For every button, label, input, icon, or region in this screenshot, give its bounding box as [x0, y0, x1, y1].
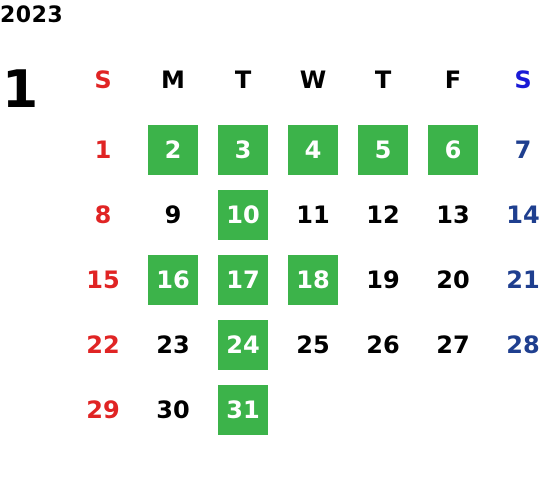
- day-cell[interactable]: 16: [148, 255, 198, 305]
- day-cell[interactable]: 17: [218, 255, 268, 305]
- day-cell[interactable]: 19: [366, 266, 400, 294]
- day-cell[interactable]: 27: [436, 331, 470, 359]
- day-cell[interactable]: 15: [86, 266, 120, 294]
- day-cell[interactable]: 9: [164, 201, 182, 229]
- day-cell[interactable]: 22: [86, 331, 120, 359]
- day-cell[interactable]: 30: [156, 396, 190, 424]
- day-cell[interactable]: 29: [86, 396, 120, 424]
- weekday-header: S: [514, 66, 532, 94]
- day-cell[interactable]: 26: [366, 331, 400, 359]
- day-cell[interactable]: 7: [514, 136, 532, 164]
- day-cell[interactable]: 12: [366, 201, 400, 229]
- day-cell[interactable]: 5: [358, 125, 408, 175]
- day-cell[interactable]: 23: [156, 331, 190, 359]
- year-label: 2023: [0, 3, 64, 28]
- weekday-header: S: [94, 66, 112, 94]
- day-cell[interactable]: 28: [506, 331, 540, 359]
- day-cell[interactable]: 6: [428, 125, 478, 175]
- day-cell[interactable]: 2: [148, 125, 198, 175]
- weekday-header: T: [374, 66, 392, 94]
- day-cell[interactable]: 24: [218, 320, 268, 370]
- day-cell[interactable]: 14: [506, 201, 540, 229]
- day-cell[interactable]: 25: [296, 331, 330, 359]
- day-cell[interactable]: 1: [94, 136, 112, 164]
- day-cell[interactable]: 8: [94, 201, 112, 229]
- weekday-header: W: [299, 66, 327, 94]
- day-cell[interactable]: 4: [288, 125, 338, 175]
- day-cell[interactable]: 21: [506, 266, 540, 294]
- weekday-header: F: [444, 66, 462, 94]
- weekday-header: M: [161, 66, 185, 94]
- day-cell[interactable]: 20: [436, 266, 470, 294]
- day-cell[interactable]: 18: [288, 255, 338, 305]
- day-cell[interactable]: 13: [436, 201, 470, 229]
- weekday-header: T: [234, 66, 252, 94]
- day-cell[interactable]: 10: [218, 190, 268, 240]
- day-cell[interactable]: 3: [218, 125, 268, 175]
- day-cell[interactable]: 31: [218, 385, 268, 435]
- day-cell[interactable]: 11: [296, 201, 330, 229]
- month-label: 1: [2, 60, 39, 120]
